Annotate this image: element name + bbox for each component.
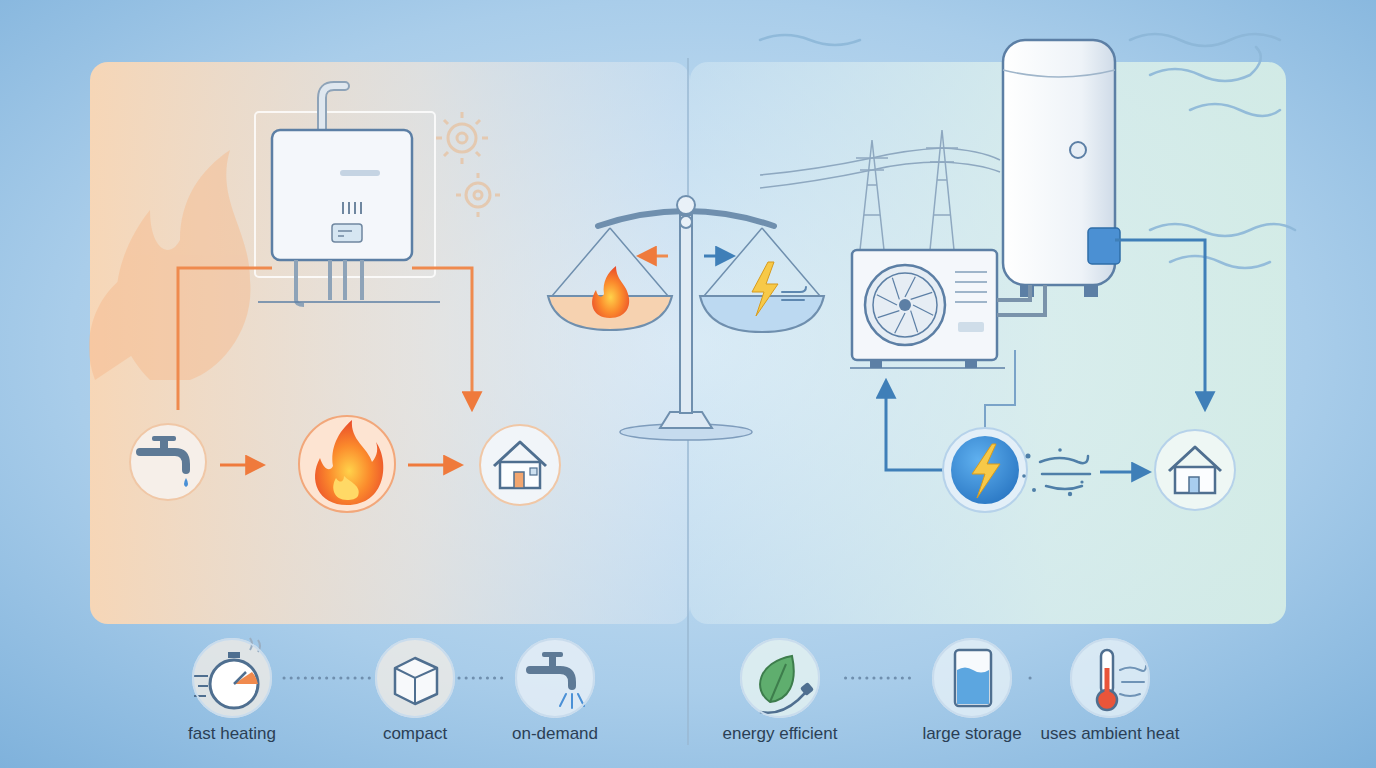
dotted-connector [846,677,915,680]
dotted-connector [1030,677,1033,680]
feature-label: compact [383,724,447,744]
icon-circle [740,638,820,718]
heat-pump-flow [943,428,1235,512]
icon-circle [932,638,1012,718]
feature-node: uses ambient heat [1037,638,1184,744]
storage-tank [1003,40,1205,408]
gas-boiler [178,86,472,410]
feature-label: energy efficient [723,724,838,744]
heat-pump-panel [690,62,1286,624]
feature-node: large storage [918,638,1026,744]
balance-scale [548,196,824,440]
feature-label: on-demand [512,724,598,744]
feature-node: energy efficient [719,638,842,744]
feature-icons [192,638,1150,718]
dotted-connector [459,677,504,680]
gas-panel [90,62,690,624]
feature-node: compact [375,638,455,744]
icon-circle [192,638,272,718]
icon-circle [375,638,455,718]
dotted-connector [284,677,371,680]
flame-decor [89,150,250,380]
feature-label: large storage [922,724,1021,744]
gas-flow [130,416,560,512]
feature-node: fast heating [184,638,280,744]
icon-circle [515,638,595,718]
power-pylons [760,130,1000,250]
gear-decor [436,112,500,217]
feature-label: fast heating [188,724,276,744]
feature-label: uses ambient heat [1041,724,1180,744]
icon-circle [1070,638,1150,718]
feature-node: on-demand [508,638,603,744]
heat-pump-unit [850,250,1045,470]
